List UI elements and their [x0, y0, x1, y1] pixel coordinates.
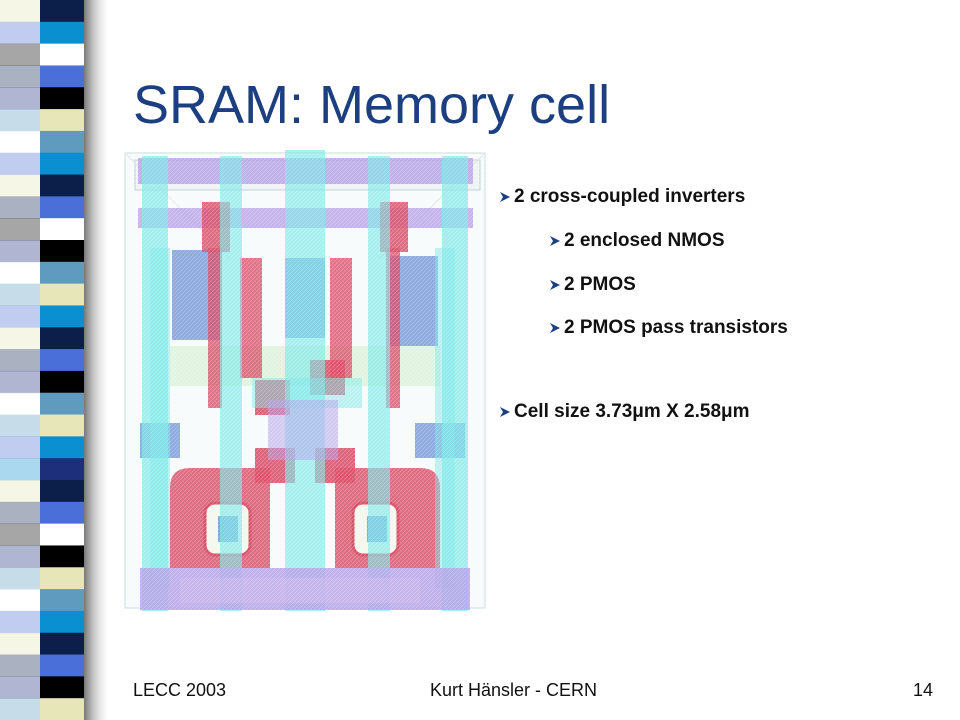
- strip-block-shadow: [0, 283, 40, 306]
- strip-block: [40, 0, 84, 23]
- strip-block-shadow: [0, 414, 40, 437]
- bullet-pmos: 2 PMOS: [548, 274, 636, 296]
- footer-left: LECC 2003: [133, 680, 227, 700]
- bullet-text: 2 PMOS: [564, 274, 636, 295]
- strip-block-shadow: [0, 501, 40, 525]
- strip-block-shadow: [0, 349, 40, 372]
- strip-block: [40, 130, 84, 154]
- strip-block: [40, 152, 84, 176]
- strip-block: [40, 698, 84, 720]
- bullet-text: 2 cross-coupled inverters: [514, 186, 746, 207]
- arrow-bullet-icon: [550, 236, 560, 246]
- strip-block-shadow: [0, 676, 40, 699]
- bullet-text: 2 PMOS pass transistors: [564, 317, 788, 338]
- strip-block-shadow: [0, 654, 40, 677]
- left-decorative-strip: [0, 0, 112, 720]
- strip-block: [40, 458, 84, 481]
- strip-block-shadow: [0, 698, 40, 720]
- strip-block: [40, 589, 84, 612]
- strip-block-shadow: [0, 196, 40, 219]
- strip-block-shadow: [0, 632, 40, 656]
- strip-block-shadow: [0, 458, 40, 481]
- strip-block-shadow: [0, 392, 40, 416]
- strip-block-shadow: [0, 261, 40, 285]
- bullet-pmos-pass-transistors: 2 PMOS pass transistors: [548, 317, 788, 339]
- strip-block: [40, 21, 84, 45]
- strip-block: [40, 436, 84, 459]
- arrow-bullet-icon: [550, 323, 560, 333]
- strip-block: [40, 109, 84, 132]
- strip-block-shadow: [0, 174, 40, 197]
- strip-block-shadow: [0, 480, 40, 503]
- strip-block: [40, 567, 84, 590]
- arrow-bullet-icon: [500, 192, 510, 202]
- strip-block-shadow: [0, 327, 40, 350]
- strip-block: [40, 349, 84, 372]
- strip-block-shadow: [0, 305, 40, 328]
- strip-block-shadow: [0, 370, 40, 394]
- strip-block: [40, 545, 84, 568]
- strip-block: [40, 196, 84, 219]
- strip-block: [40, 632, 84, 656]
- strip-block-shadow: [0, 545, 40, 568]
- strip-block-shadow: [0, 567, 40, 590]
- strip-block: [40, 218, 84, 241]
- strip-block-shadow: [0, 436, 40, 459]
- slide-title: SRAM: Memory cell: [133, 75, 611, 135]
- strip-block: [40, 654, 84, 677]
- strip-block: [40, 65, 84, 88]
- arrow-bullet-icon: [500, 407, 510, 417]
- strip-block: [40, 480, 84, 503]
- bullet-cell-size: Cell size 3.73μm X 2.58μm: [498, 401, 750, 423]
- strip-block-shadow: [0, 240, 40, 263]
- strip-block: [40, 327, 84, 350]
- strip-block-shadow: [0, 130, 40, 154]
- strip-block-shadow: [0, 109, 40, 132]
- strip-block: [40, 87, 84, 110]
- strip-block: [40, 240, 84, 263]
- strip-block: [40, 174, 84, 197]
- strip-block: [40, 283, 84, 306]
- strip-block: [40, 43, 84, 66]
- strip-block-shadow: [0, 152, 40, 176]
- strip-block: [40, 414, 84, 437]
- strip-block: [40, 261, 84, 285]
- strip-block-shadow: [0, 0, 40, 23]
- strip-block: [40, 676, 84, 699]
- bullet-cross-coupled-inverters: 2 cross-coupled inverters: [498, 186, 745, 208]
- strip-block-shadow: [0, 589, 40, 612]
- arrow-bullet-icon: [550, 280, 560, 290]
- strip-block-shadow: [0, 87, 40, 110]
- strip-block: [40, 370, 84, 394]
- strip-block-shadow: [0, 523, 40, 546]
- bullet-enclosed-nmos: 2 enclosed NMOS: [548, 230, 725, 252]
- strip-block: [40, 523, 84, 546]
- strip-block-shadow: [0, 610, 40, 634]
- strip-block: [40, 392, 84, 416]
- strip-block-shadow: [0, 21, 40, 45]
- strip-block-shadow: [0, 43, 40, 66]
- footer-center: Kurt Hänsler - CERN: [430, 680, 598, 700]
- sram-cell-layout-image: [120, 148, 490, 618]
- page-number: 14: [913, 680, 934, 700]
- strip-block-shadow: [0, 65, 40, 88]
- strip-block: [40, 610, 84, 634]
- bullet-text: Cell size 3.73μm X 2.58μm: [514, 401, 750, 422]
- strip-block-shadow: [0, 218, 40, 241]
- strip-block: [40, 305, 84, 328]
- strip-block: [40, 501, 84, 525]
- bullet-text: 2 enclosed NMOS: [564, 230, 725, 251]
